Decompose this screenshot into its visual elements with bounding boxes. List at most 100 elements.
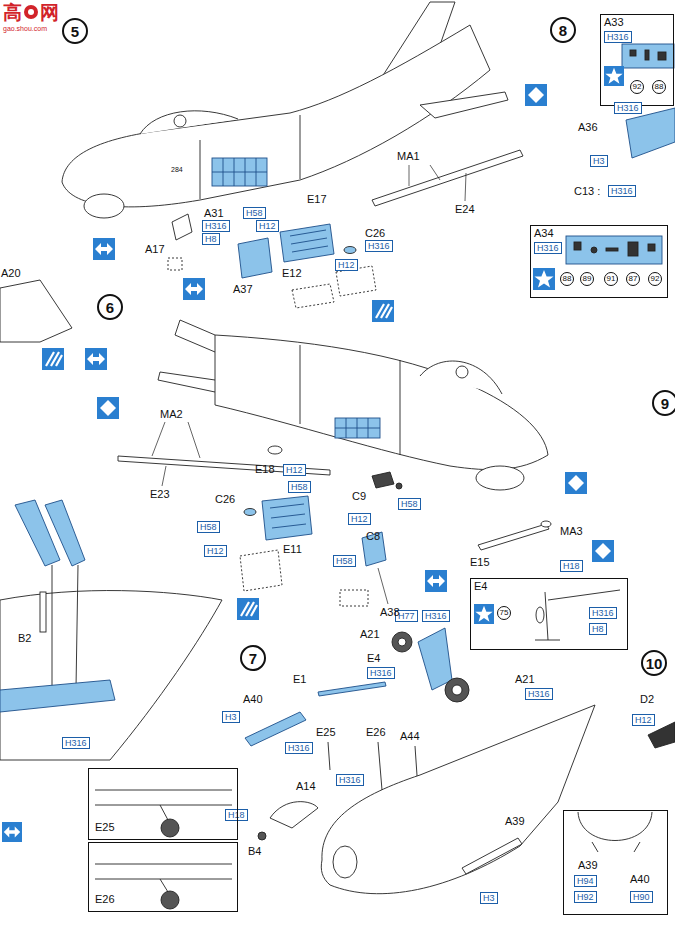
paint-code-text: H3 xyxy=(225,712,237,722)
paint-code-text: H12 xyxy=(207,546,224,556)
paint-code-text: H316 xyxy=(592,608,614,618)
aircraft-sketch xyxy=(372,472,394,488)
symbol-icon xyxy=(2,66,624,842)
aircraft-sketch xyxy=(541,521,551,527)
fuselage-number: 284 xyxy=(171,166,183,174)
paint-code: H316 xyxy=(589,607,617,619)
callout-number: 91 xyxy=(604,272,618,286)
aircraft-sketch xyxy=(396,483,402,489)
part-drawing xyxy=(172,214,192,240)
paint-code: H316 xyxy=(367,667,395,679)
weapon-pylon-sketch xyxy=(0,591,222,760)
part-label: MA3 xyxy=(560,525,583,538)
aircraft-sketch xyxy=(335,418,380,438)
part-label: E26 xyxy=(366,726,386,739)
aircraft-sketch xyxy=(335,418,380,438)
paint-code-text: H12 xyxy=(635,715,652,725)
step-number: 7 xyxy=(240,645,266,671)
paint-code: H58 xyxy=(333,555,356,567)
aircraft-sketch xyxy=(175,320,215,352)
part-drawing xyxy=(630,50,636,56)
paint-code-text: H316 xyxy=(607,32,629,42)
paint-code-text: H316 xyxy=(528,689,550,699)
step-number-text: 10 xyxy=(646,655,663,672)
step-number-text: 9 xyxy=(661,395,669,412)
paint-code: H58 xyxy=(288,481,311,493)
paint-code: H316 xyxy=(285,742,313,754)
paint-code-text: H316 xyxy=(339,775,361,785)
paint-code: H18 xyxy=(560,560,583,572)
inset-box: A34H316 xyxy=(530,225,668,298)
landing-gear-sketch xyxy=(398,638,406,646)
landing-gear-sketch xyxy=(535,590,620,640)
aircraft-sketch xyxy=(270,504,306,528)
paint-code: H316 xyxy=(525,688,553,700)
paint-code-text: H316 xyxy=(617,103,639,113)
symbol-icon xyxy=(592,540,614,562)
landing-gear-sketch xyxy=(318,682,386,696)
aircraft-sketch xyxy=(140,111,238,134)
weapon-pylon-sketch xyxy=(45,500,85,566)
part-label: B4 xyxy=(248,845,261,858)
landing-gear-sketch xyxy=(333,846,357,878)
paint-code-text: H94 xyxy=(577,876,594,886)
symbol-icon xyxy=(425,570,447,592)
landing-gear-sketch xyxy=(245,712,306,746)
symbol-icon xyxy=(97,397,119,419)
inset-box: E25 xyxy=(88,768,238,840)
part-label: A40 xyxy=(630,873,650,886)
symbol-icon xyxy=(237,598,259,620)
paint-code: H316 xyxy=(336,774,364,786)
symbol-icon xyxy=(474,604,494,624)
part-label: A44 xyxy=(400,730,420,743)
callout-number: 88 xyxy=(560,272,574,286)
paint-code-text: H3 xyxy=(593,156,605,166)
paint-code: H3 xyxy=(590,155,608,167)
aircraft-sketch xyxy=(0,280,551,606)
paint-code-text: H77 xyxy=(398,611,415,621)
step-number-text: 7 xyxy=(249,650,257,667)
part-label: MA1 xyxy=(397,150,420,163)
paint-code-text: H316 xyxy=(370,668,392,678)
part-drawing xyxy=(648,244,655,251)
part-drawing xyxy=(372,150,523,206)
paint-code: H12 xyxy=(204,545,227,557)
part-label: A21 xyxy=(515,673,535,686)
aircraft-sketch xyxy=(62,25,490,207)
step-number: 6 xyxy=(97,294,123,320)
step-number: 8 xyxy=(550,17,576,43)
paint-code-text: H316 xyxy=(611,186,633,196)
part-label: A21 xyxy=(360,628,380,641)
paint-code-text: H8 xyxy=(205,234,217,244)
paint-code-text: H92 xyxy=(577,892,594,902)
symbol-icon xyxy=(604,66,624,86)
part-drawing xyxy=(645,50,649,60)
paint-code: H90 xyxy=(630,891,653,903)
paint-code: H12 xyxy=(348,513,371,525)
aircraft-sketch xyxy=(212,158,267,186)
paint-code: H316 xyxy=(614,102,642,114)
part-drawing xyxy=(344,247,356,254)
paint-code-text: H8 xyxy=(592,624,604,634)
paint-code: H58 xyxy=(243,207,266,219)
weapon-pylon-sketch xyxy=(0,500,675,760)
part-drawing xyxy=(168,258,182,270)
part-drawing xyxy=(168,44,675,308)
watermark-logo xyxy=(24,5,38,19)
part-label: A39 xyxy=(578,859,598,872)
paint-code-text: H12 xyxy=(259,221,276,231)
paint-code: H316 xyxy=(202,220,230,232)
part-drawing xyxy=(591,247,597,253)
paint-code: H316 xyxy=(422,610,450,622)
part-label: D2 xyxy=(640,693,654,706)
part-label: A34 xyxy=(534,227,554,240)
paint-code-text: H58 xyxy=(200,522,217,532)
part-label: A40 xyxy=(243,693,263,706)
paint-code: H58 xyxy=(197,521,220,533)
landing-gear-sketch xyxy=(392,632,412,652)
watermark-url: gao.shou.com xyxy=(3,25,47,33)
part-label: MA2 xyxy=(160,408,183,421)
watermark: 网 xyxy=(40,1,59,23)
